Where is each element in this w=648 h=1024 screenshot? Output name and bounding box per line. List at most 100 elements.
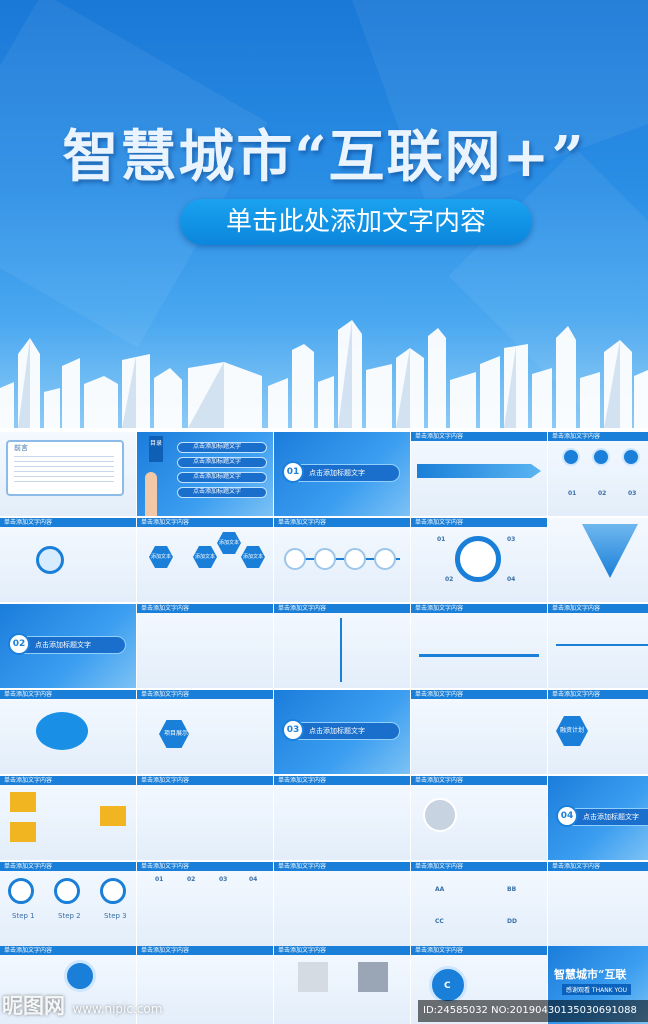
slide-check-list[interactable]: 单击添加文字内容 [274,862,410,946]
chain-circle [314,548,336,570]
process-arrow [417,464,541,478]
slide-hub-diagram[interactable]: 单击添加文字内容 [0,518,136,602]
feature-circle [64,960,96,992]
slide-arrow-process[interactable]: 单击添加文字内容 [411,432,547,516]
chain-circle [284,548,306,570]
ellipse-shape [36,712,88,750]
step-number: 01 [568,490,577,497]
slide-four-columns[interactable]: 单击添加文字内容 01 02 03 04 [137,862,273,946]
slide-timeline[interactable]: 单击添加文字内容 [411,604,547,688]
slide-banner-cards[interactable]: 单击添加文字内容 [548,862,648,946]
slide-header-text: 单击添加文字内容 [4,863,53,870]
slide-letter-badges[interactable]: 单击添加文字内容 AA BB CC DD [411,862,547,946]
toc-item[interactable] [177,442,267,453]
slide-circle-pair[interactable]: 单击添加文字内容 [0,946,136,1024]
portrait-photo [358,962,388,992]
hub-center-circle [36,546,64,574]
step-circle [54,878,80,904]
slide-icon-list[interactable]: 单击添加文字内容 [137,604,273,688]
slide-header-bar [274,946,410,955]
step-label: Step 2 [58,912,81,920]
slide-header-text: 单击添加文字内容 [141,691,190,698]
slide-section-04[interactable]: 点击添加标题文字 04 [548,776,648,860]
letter-badge: DD [507,918,517,925]
slide-network-diagram[interactable]: 单击添加文字内容 [137,946,273,1024]
slide-header-text: 单击添加文字内容 [278,947,327,954]
watermark-url: www.nipic.com [72,1002,163,1016]
slide-ring-chart[interactable]: 单击添加文字内容 01 03 02 04 [411,518,547,602]
user-icon [592,448,610,466]
slide-header-text: 单击添加文字内容 [552,605,601,612]
user-icon [562,448,580,466]
preface-text-lines [14,456,114,486]
quadrant-number: 02 [445,576,454,583]
slide-bubbles[interactable]: 单击添加文字内容 [548,604,648,688]
toc-item-label: 点击添加标题文字 [193,488,242,495]
slide-header-text: 单击添加文字内容 [4,947,53,954]
slide-header-bar [548,432,648,441]
slide-box-stack[interactable]: 单击添加文字内容 [274,776,410,860]
slide-header-text: 单击添加文字内容 [415,605,464,612]
slide-header-bar [411,432,547,441]
slide-preface[interactable]: 前言 [0,432,136,516]
toc-item[interactable] [177,487,267,498]
slide-header-bar [137,604,273,613]
slide-header-bar [274,776,410,785]
slide-vertical-steps[interactable]: 单击添加文字内容 [274,604,410,688]
section-number-badge: 01 [282,461,304,483]
column-number: 04 [249,876,258,883]
hexagon-tile [217,532,241,554]
slide-photo-circle[interactable]: 单击添加文字内容 [411,776,547,860]
toc-item[interactable] [177,472,267,483]
slide-header-bar [274,862,410,871]
slide-portrait-cards[interactable]: 单击添加文字内容 [274,946,410,1024]
hero-subtitle-pill[interactable]: 单击此处添加文字内容 [180,199,532,245]
slide-icon-circles[interactable]: 单击添加文字内容 01 02 03 [548,432,648,516]
c-badge-letter: C [444,981,451,991]
quadrant-number: 04 [507,576,516,583]
quadrant-number: 01 [437,536,446,543]
slide-header-bar [411,518,547,527]
hero-title: 智慧城市“互联网+” [62,124,586,190]
slide-header-bar [137,518,273,527]
slide-section-03[interactable]: 点击添加标题文字 03 [274,690,410,774]
slide-flow-arrows[interactable]: 单击添加文字内容 [137,776,273,860]
slide-header-bar [411,690,547,699]
slide-section-01[interactable]: 点击添加标题文字 01 [274,432,410,516]
slide-header-text: 单击添加文字内容 [552,691,601,698]
timeline-line [556,644,648,646]
slide-circle-cluster[interactable]: 单击添加文字内容 [411,690,547,774]
slide-project-showcase[interactable]: 单击添加文字内容 项目展示 [137,690,273,774]
slide-header-bar [137,776,273,785]
slide-triangle[interactable] [548,518,648,602]
image-id-bar: ID:24585032 NO:20190430135030691088 [418,1000,648,1022]
slide-header-text: 单击添加文字内容 [141,947,190,954]
connector-line [284,558,400,560]
slide-header-text: 单击添加文字内容 [141,777,190,784]
slide-ellipse-chart[interactable]: 单击添加文字内容 [0,690,136,774]
toc-item[interactable] [177,457,267,468]
timeline-line [419,654,539,657]
hexagon-tile [193,546,217,568]
quadrant-number: 03 [507,536,516,543]
slide-hexagons[interactable]: 单击添加文字内容 添加文本 添加文本 添加文本 添加文本 [137,518,273,602]
slide-section-02[interactable]: 点击添加标题文字 02 [0,604,136,688]
letter-badge: AA [435,886,445,893]
project-label: 项目展示 [164,730,189,737]
financing-label: 融资计划 [560,727,585,734]
photo-circle [423,798,457,832]
slide-header-bar [411,604,547,613]
slide-steps[interactable]: 单击添加文字内容 Step 1 Step 2 Step 3 [0,862,136,946]
slide-header-text: 单击添加文字内容 [415,863,464,870]
hexagon-label: 添加文本 [195,554,216,560]
slide-table-of-contents[interactable]: 目录 点击添加标题文字 点击添加标题文字 点击添加标题文字 点击添加标题文字 [137,432,273,516]
section-number-badge: 02 [8,633,30,655]
slide-header-text: 单击添加文字内容 [141,863,190,870]
slide-image-cards[interactable]: 单击添加文字内容 [0,776,136,860]
column-number: 03 [219,876,228,883]
slide-financing-plan[interactable]: 单击添加文字内容 融资计划 [548,690,648,774]
slide-chain-circles[interactable]: 单击添加文字内容 [274,518,410,602]
letter-badge: CC [435,918,444,925]
slide-header-bar [137,862,273,871]
slide-header-bar [411,776,547,785]
